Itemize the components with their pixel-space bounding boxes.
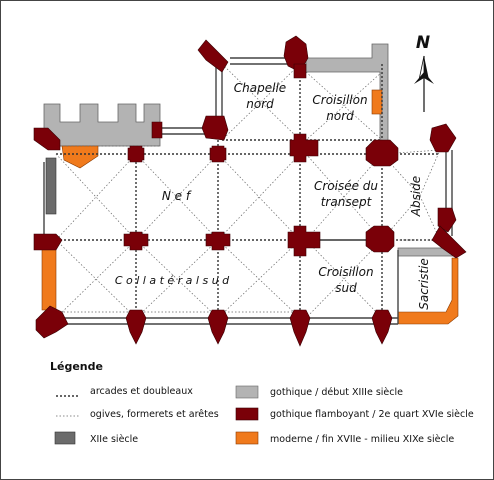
legend-xiie-label: XIIe siècle <box>90 434 138 445</box>
legend-arcades-label: arcades et doubleaux <box>90 386 193 397</box>
label-croisee-2: transept <box>321 195 373 209</box>
legend-gothique-label: gothique / début XIIIe siècle <box>270 387 403 398</box>
xiie-wall <box>45 157 57 215</box>
label-croisee-1: Croisée du <box>314 179 378 193</box>
legend-moderne-label: moderne / fin XVIIe - milieu XIXe siècle <box>270 434 454 445</box>
label-nef: N e f <box>162 189 192 203</box>
legend: Légende arcades et doubleaux ogives, for… <box>50 360 474 445</box>
orange-modern-parts <box>41 89 459 325</box>
legend-ogives-label: ogives, formerets et arêtes <box>90 409 219 420</box>
label-croisillon-sud-1: Croisillon <box>318 265 373 279</box>
north-arrow-label: N <box>416 33 430 53</box>
label-croisillon-nord-1: Croisillon <box>312 93 367 107</box>
legend-flamboyant-label: gothique flamboyant / 2e quart XVIe sièc… <box>270 409 474 420</box>
legend-moderne-swatch <box>235 431 259 445</box>
room-labels: Chapelle nord Croisillon nord N e f Croi… <box>115 81 431 310</box>
label-sacristie: Sacristie <box>417 258 431 310</box>
label-chapelle-2: nord <box>246 97 274 111</box>
label-chapelle-1: Chapelle <box>234 81 286 95</box>
legend-title: Légende <box>50 360 103 373</box>
label-abside: Abside <box>409 176 423 217</box>
label-collateral: C o l l a t é r a l s u d <box>115 274 230 287</box>
gray-west-wall <box>43 103 161 147</box>
ogives-lines <box>55 63 441 319</box>
legend-gothique-swatch <box>235 385 259 399</box>
label-croisillon-sud-2: sud <box>335 281 357 295</box>
legend-flamboyant-swatch <box>235 407 259 421</box>
flamboyant-masonry <box>33 35 467 347</box>
label-croisillon-nord-2: nord <box>326 109 354 123</box>
legend-xiie-swatch <box>54 431 76 445</box>
north-arrow: N <box>414 33 434 112</box>
north-arrow-wings <box>414 72 434 84</box>
